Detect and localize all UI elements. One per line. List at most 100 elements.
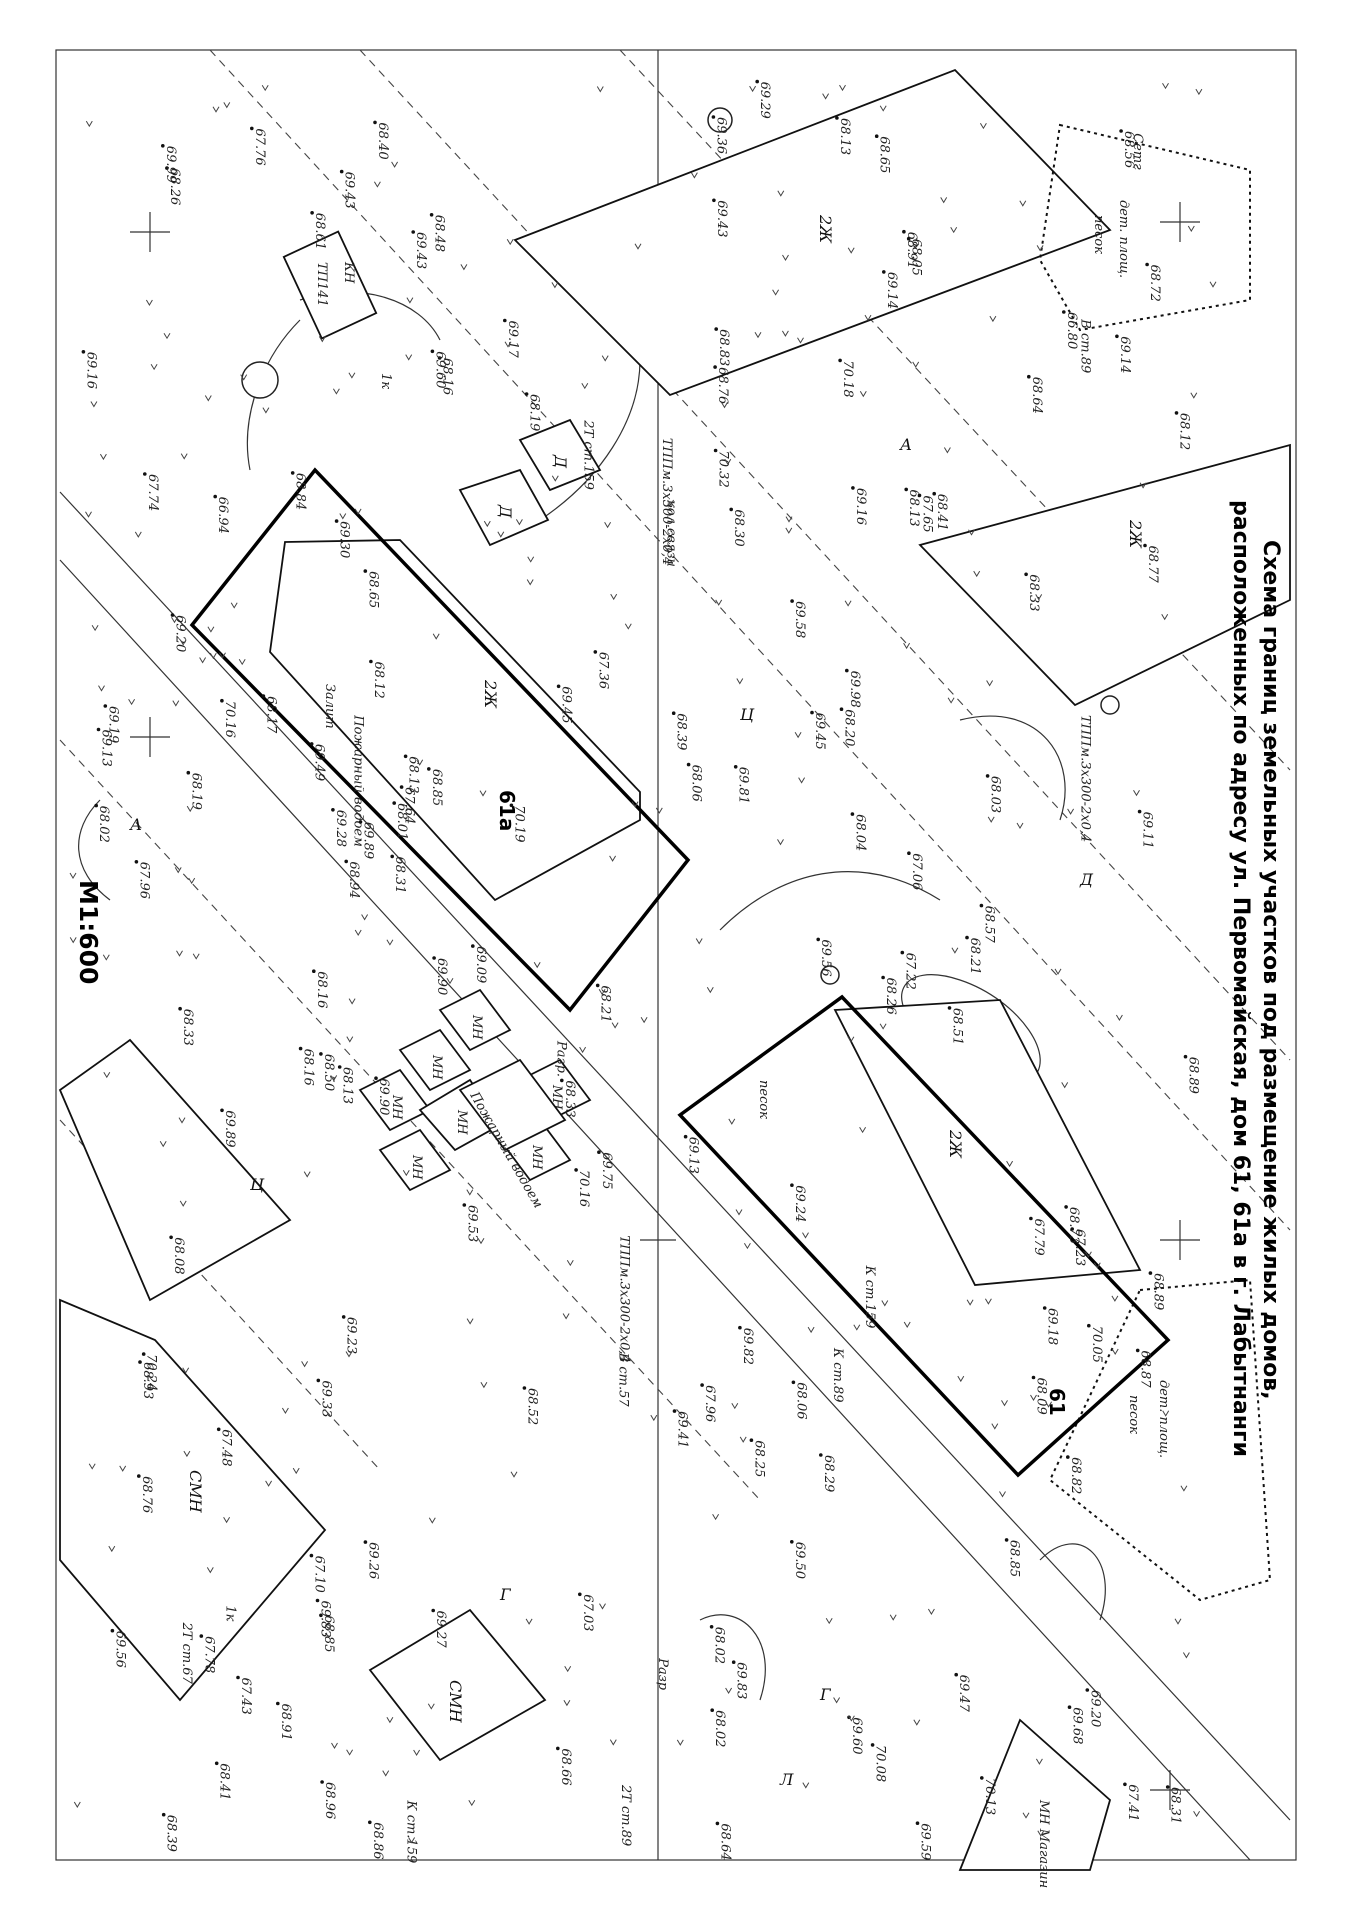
vegetation-mark <box>292 1467 300 1475</box>
elevation-mark: 69.49 <box>309 742 327 781</box>
vegetation-mark <box>736 678 744 685</box>
svg-text:68.09: 68.09 <box>1034 1378 1049 1415</box>
svg-text:67.74: 67.74 <box>145 474 160 511</box>
vegetation-mark <box>479 790 487 797</box>
elevation-mark: 68.13 <box>337 1065 355 1104</box>
svg-text:68.61: 68.61 <box>312 213 327 250</box>
elevation-mark: 68.82 <box>1066 1455 1083 1494</box>
svg-text:69.16: 69.16 <box>83 352 98 389</box>
vegetation-mark <box>721 402 728 409</box>
vegetation-mark <box>85 120 93 128</box>
svg-text:69.90: 69.90 <box>434 958 449 995</box>
svg-text:69.58: 69.58 <box>792 601 807 638</box>
elevation-mark: 69.14 <box>882 270 899 309</box>
vegetation-mark <box>825 1617 833 1625</box>
plot-boundary-61 <box>677 994 1171 1478</box>
svg-text:67.96: 67.96 <box>136 862 151 899</box>
elevation-mark: 69.43 <box>712 198 729 238</box>
vegetation-mark <box>984 1298 992 1305</box>
svg-text:69.36: 69.36 <box>713 117 728 154</box>
vegetation-mark <box>562 1313 570 1320</box>
svg-text:69.41: 69.41 <box>675 1411 690 1448</box>
svg-text:69.28: 69.28 <box>333 810 348 847</box>
svg-text:68.19: 68.19 <box>527 394 542 431</box>
svg-text:69.13: 69.13 <box>686 1137 701 1174</box>
elevation-mark: 68.76 <box>137 1474 154 1513</box>
elevation-mark: 68.51 <box>947 1006 965 1045</box>
elevation-mark: 67.43 <box>236 1675 253 1715</box>
svg-text:68.17: 68.17 <box>263 696 278 734</box>
vegetation-mark <box>515 519 523 526</box>
elevation-mark: 68.64 <box>1027 374 1044 414</box>
vegetation-mark <box>1067 808 1075 815</box>
annotation-label: К ст.89 <box>830 1347 845 1402</box>
elevation-mark: 69.98 <box>845 668 862 708</box>
svg-text:69.99: 69.99 <box>163 146 178 183</box>
annotation-label: 1к <box>222 1605 237 1621</box>
vegetation-mark <box>361 914 369 921</box>
svg-text:68.21: 68.21 <box>967 938 982 975</box>
scale-label: М1:600 <box>74 880 103 984</box>
svg-text:68.40: 68.40 <box>375 122 390 159</box>
zone-code: Г <box>499 1585 512 1604</box>
elevation-mark: 69.16 <box>81 350 98 389</box>
svg-text:67.76: 67.76 <box>252 128 267 165</box>
vegetation-mark <box>477 1238 485 1245</box>
elevation-mark: 69.56 <box>816 937 833 977</box>
vegetation-mark <box>527 556 535 563</box>
vegetation-mark <box>999 1491 1006 1498</box>
svg-text:68.52: 68.52 <box>524 1388 539 1425</box>
vegetation-mark <box>1084 1251 1092 1258</box>
svg-text:68.66: 68.66 <box>558 1748 573 1785</box>
svg-text:68.89: 68.89 <box>1150 1273 1165 1310</box>
elevation-mark: 67.65 <box>917 493 935 533</box>
sand-bottom-label: песок <box>1126 1395 1141 1434</box>
shed-2-label: Д <box>551 454 570 469</box>
svg-text:68.06: 68.06 <box>689 765 704 802</box>
vegetation-mark <box>171 617 178 624</box>
svg-text:70.16: 70.16 <box>222 701 237 738</box>
elevation-mark: 70.13 <box>980 1776 997 1815</box>
elevation-mark: 68.39 <box>161 1812 179 1852</box>
elevation-mark: 68.31 <box>1165 1785 1183 1824</box>
elevation-mark: 69.89 <box>358 820 376 859</box>
vegetation-mark <box>1139 482 1147 489</box>
vegetation-mark <box>230 602 238 609</box>
vegetation-mark <box>405 354 413 361</box>
sand-top-label: песок <box>1091 215 1106 254</box>
plot-boundary-61a <box>189 467 691 1013</box>
elevation-mark: 68.02 <box>94 803 111 843</box>
svg-text:68.57: 68.57 <box>981 906 996 944</box>
vegetation-mark <box>1193 1810 1201 1818</box>
svg-text:68.41: 68.41 <box>217 1763 232 1800</box>
vegetation-mark <box>108 1545 116 1553</box>
elevation-mark: 69.53 <box>462 1203 479 1242</box>
elevation-mark: 69.75 <box>597 1150 614 1189</box>
mn-label: МН <box>454 1109 469 1135</box>
elevation-mark: 69.58 <box>790 599 807 638</box>
vegetation-mark <box>346 1749 354 1756</box>
vegetation-mark <box>950 226 958 234</box>
vegetation-mark <box>822 93 830 100</box>
vegetation-mark <box>1035 594 1043 601</box>
svg-text:68.91: 68.91 <box>278 1704 293 1741</box>
elevation-mark: 67.41 <box>1123 1782 1140 1822</box>
svg-text:68.85: 68.85 <box>1007 1540 1022 1577</box>
vegetation-mark <box>261 84 269 92</box>
vegetation-mark <box>183 1450 191 1458</box>
grid-crosses <box>130 202 1200 1810</box>
vegetation-mark <box>847 1036 855 1043</box>
svg-text:69.26: 69.26 <box>365 1542 380 1579</box>
svg-text:68.21: 68.21 <box>598 985 613 1022</box>
elevation-mark: 68.77 <box>1143 543 1160 583</box>
vegetation-mark <box>179 639 187 646</box>
vegetation-mark <box>604 522 612 529</box>
elevation-mark: 69.43 <box>339 169 357 209</box>
vegetation-mark <box>1209 281 1217 288</box>
elevation-mark: 69.14 <box>1115 334 1132 374</box>
vegetation-mark <box>480 1382 488 1389</box>
vegetation-mark <box>712 1513 720 1521</box>
elevation-mark: 69.17 <box>503 318 520 358</box>
svg-text:68.72: 68.72 <box>1147 265 1162 302</box>
svg-text:68.12: 68.12 <box>371 662 386 699</box>
